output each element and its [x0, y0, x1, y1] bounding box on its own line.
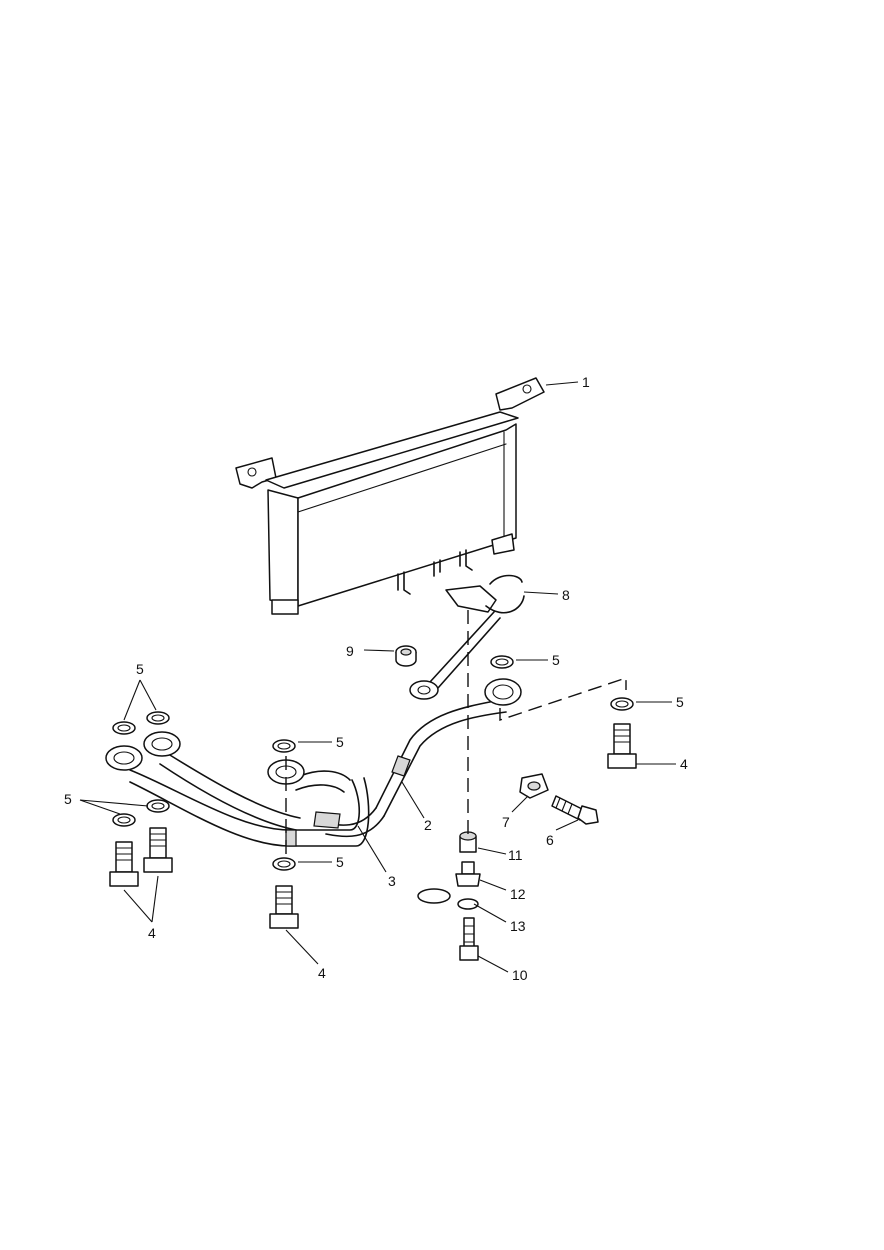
callout-5-mid-left: 5	[64, 791, 72, 807]
callout-7: 7	[502, 814, 510, 830]
bolt	[551, 795, 599, 825]
callout-5-right: 5	[676, 694, 684, 710]
callout-13: 13	[510, 918, 526, 934]
callout-8: 8	[562, 587, 570, 603]
callout-6: 6	[546, 832, 554, 848]
callout-4-center: 4	[318, 965, 326, 981]
sealing-washers	[112, 655, 634, 871]
callout-labels: 1 2 3 4 4 4 5 5 5 5 5 5 6 7 8 9 10 11 12…	[64, 374, 688, 983]
callout-5-lower-center: 5	[336, 854, 344, 870]
bracket-clip	[409, 574, 525, 700]
callout-9: 9	[346, 643, 354, 659]
oil-cooler	[235, 377, 545, 615]
callout-5-top-left: 5	[136, 661, 144, 677]
banjo-bolts	[109, 723, 637, 929]
oil-pipes	[105, 678, 522, 847]
grommet	[395, 645, 417, 667]
callout-2: 2	[424, 817, 432, 833]
callout-1: 1	[582, 374, 590, 390]
callout-4-right: 4	[680, 756, 688, 772]
mounting-stack	[417, 831, 481, 961]
alignment-lines	[285, 610, 627, 858]
callout-12: 12	[510, 886, 526, 902]
flanged-nut	[519, 773, 549, 799]
callout-5-upper-center: 5	[336, 734, 344, 750]
callout-4-left: 4	[148, 925, 156, 941]
callout-3: 3	[388, 873, 396, 889]
callout-10: 10	[512, 967, 528, 983]
leader-lines	[79, 381, 676, 973]
callout-5-bracket: 5	[552, 652, 560, 668]
callout-11: 11	[508, 847, 523, 863]
